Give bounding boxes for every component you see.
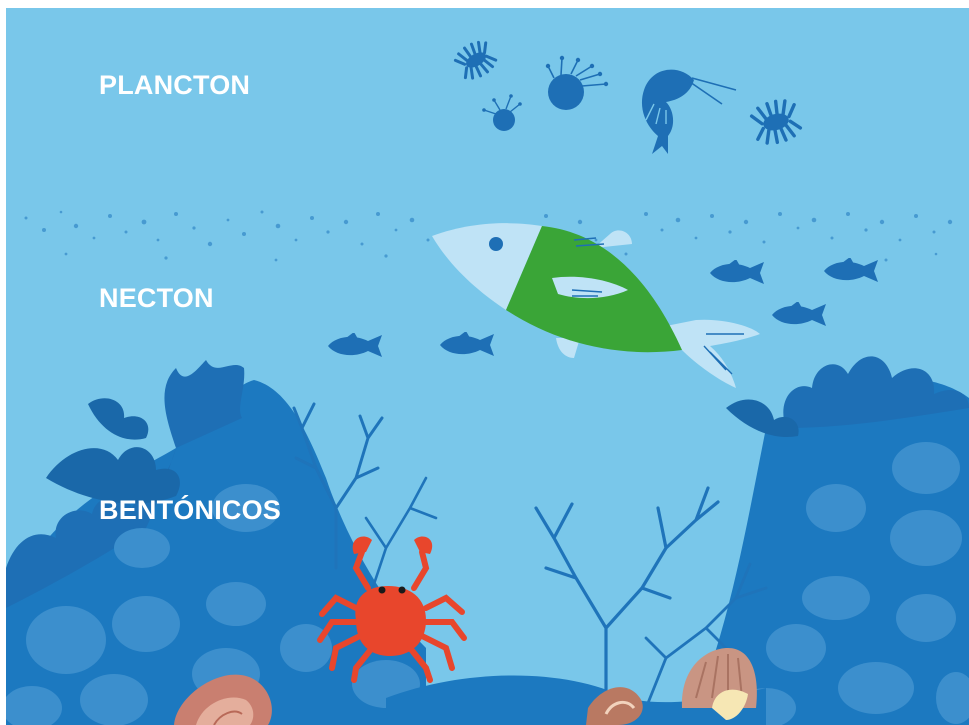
zone-label-bentonicos: BENTÓNICOS xyxy=(99,495,281,526)
ocean-scene xyxy=(6,8,969,725)
marine-zones-illustration: PLANCTON NECTON BENTÓNICOS xyxy=(6,8,969,725)
zone-label-necton: NECTON xyxy=(99,283,214,314)
zone-label-plancton: PLANCTON xyxy=(99,70,250,101)
